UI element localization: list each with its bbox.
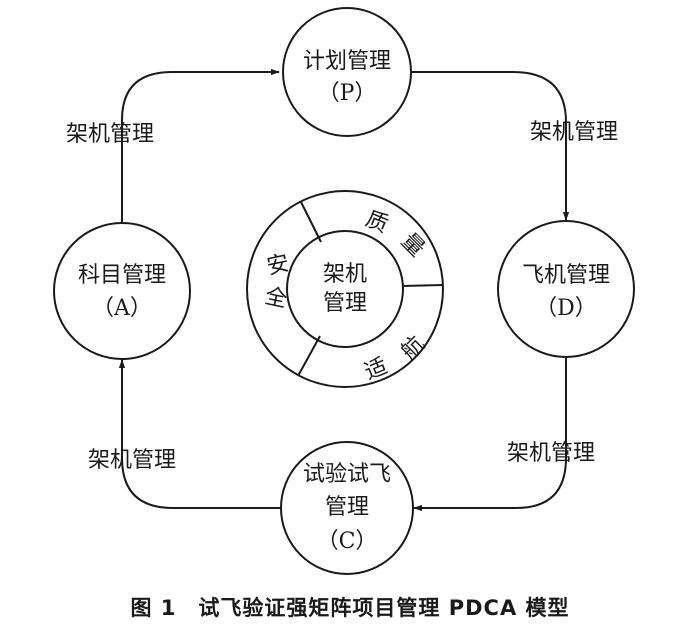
figure-caption: 图 1 试飞验证强矩阵项目管理 PDCA 模型 [130, 596, 570, 620]
node-test-line2: 管理 [325, 495, 369, 520]
center-core-line1: 架机 [323, 262, 367, 287]
edge-label-bottom-left: 架机管理 [88, 448, 176, 473]
edge-plan-to-aircraft [412, 71, 570, 221]
ring-safety-char2: 全 [263, 284, 290, 313]
node-plan-line2: （P） [318, 81, 377, 106]
ring-divider-right [401, 284, 444, 287]
center-core [286, 230, 404, 348]
node-plan [282, 7, 412, 137]
edge-label-top-left: 架机管理 [66, 122, 154, 147]
node-test-line3: （C） [317, 529, 378, 554]
node-test [280, 441, 414, 575]
node-aircraft-line2: （D） [535, 296, 597, 321]
node-subject [53, 222, 191, 360]
node-subject-line2: （A） [92, 296, 152, 321]
edge-test-to-subject [118, 359, 281, 509]
ring-divider-top [300, 201, 322, 243]
center-core-line2: 管理 [323, 291, 367, 316]
ring-safety-char1: 安 [265, 251, 292, 280]
edge-label-bottom-right: 架机管理 [507, 441, 595, 466]
ring-divider-bottom [297, 335, 321, 377]
node-plan-line1: 计划管理 [303, 49, 391, 74]
node-subject-line1: 科目管理 [78, 263, 166, 288]
edge-label-top-right: 架机管理 [530, 120, 618, 145]
edge-aircraft-to-test [413, 358, 567, 512]
pdca-diagram: 计划管理 （P） 飞机管理 （D） 试验试飞 管理 （C） 科目管理 （A） 架… [53, 7, 635, 575]
node-aircraft [497, 220, 635, 358]
node-test-line1: 试验试飞 [303, 462, 391, 487]
node-aircraft-line1: 飞机管理 [522, 263, 610, 288]
edge-subject-to-plan [121, 68, 280, 222]
